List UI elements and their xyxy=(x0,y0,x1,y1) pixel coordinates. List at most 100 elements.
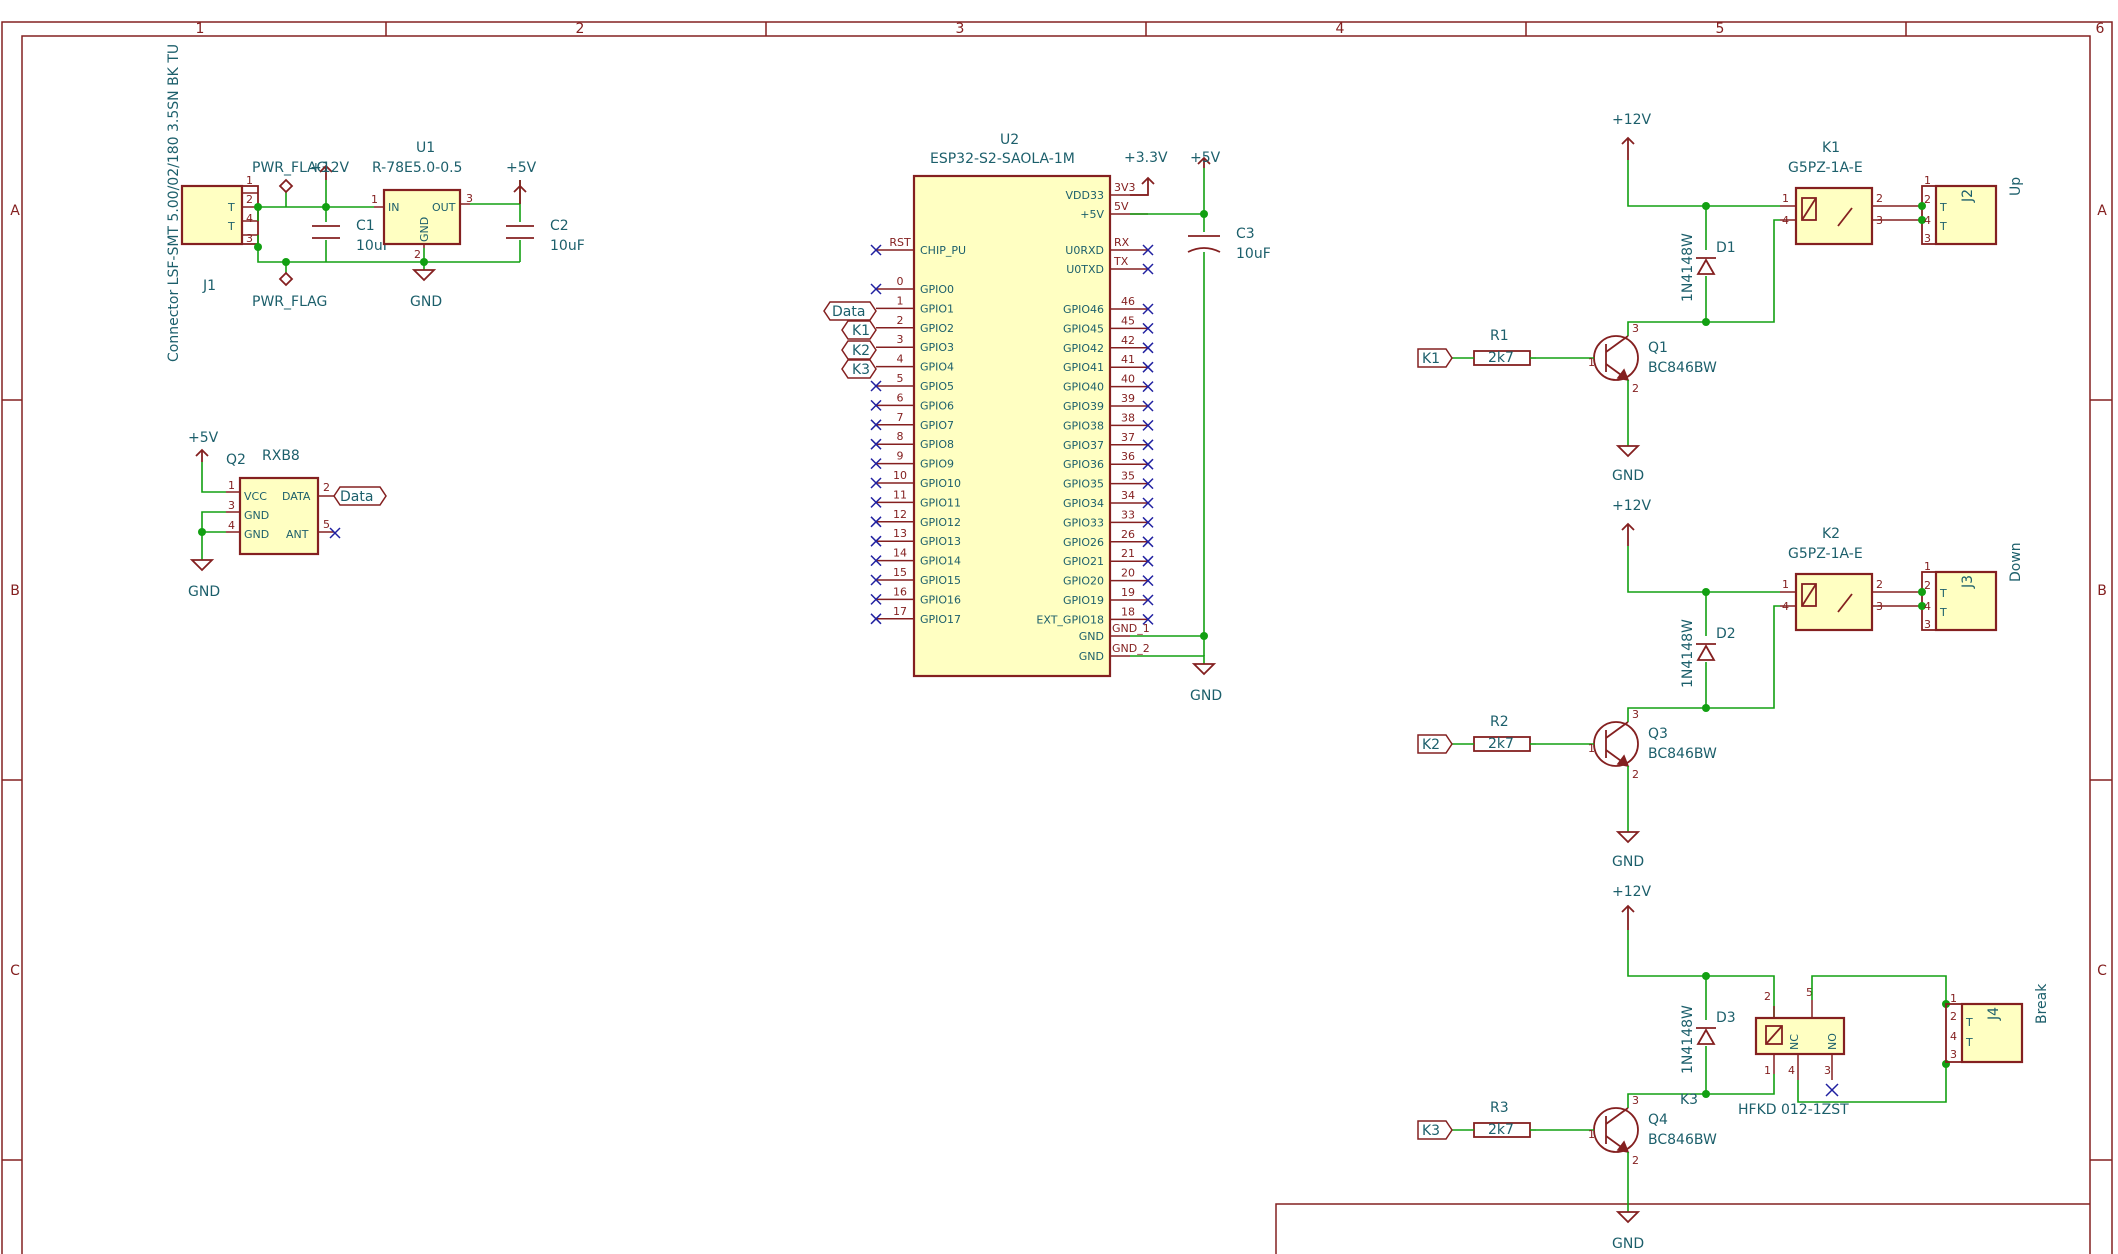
u2-left-pin-num-2: 1 xyxy=(897,294,904,307)
ch3-q-value: BC846BW xyxy=(1648,1132,1717,1148)
u2-right-nc-9 xyxy=(1142,478,1154,490)
u2-right-pin-num-5: 39 xyxy=(1121,392,1135,405)
u2-left-nc-10 xyxy=(870,458,882,470)
u2-gnd-pin-name-0: GND xyxy=(1079,630,1104,643)
ch3-r-value: 2k7 xyxy=(1488,1122,1514,1138)
u2-left-pin-num-17: 16 xyxy=(893,585,907,598)
ch3-j-ref: J4 xyxy=(1986,1007,2002,1021)
ch3-relay-ref: K3 xyxy=(1680,1092,1698,1108)
col-label-5: 5 xyxy=(1716,21,1725,37)
ch2-q-pin-2: 2 xyxy=(1632,768,1639,781)
ch1-diode-value: 1N4148W xyxy=(1680,233,1696,302)
col-label-2: 2 xyxy=(576,21,585,37)
u2-right-pin-name-3: GPIO41 xyxy=(1063,361,1104,374)
power-symbol-3v3: +3.3V xyxy=(1124,150,1168,196)
ch1-relay-pin-2: 2 xyxy=(1876,192,1883,205)
u2-right-pin-num-11: 33 xyxy=(1121,508,1135,521)
capacitor-c3: C3 10uF xyxy=(1187,226,1271,262)
ch3-relay-pin-2: 2 xyxy=(1764,990,1771,1003)
u2-right-pin-num-15: 19 xyxy=(1121,586,1135,599)
net-label-data-q2: Data xyxy=(333,486,387,506)
j1-ref: J1 xyxy=(202,278,216,294)
ch2-j-t-2: T xyxy=(1939,606,1947,619)
u2-left-pin-num-1: 0 xyxy=(897,275,904,288)
u2-right-pin-name-9: GPIO35 xyxy=(1063,478,1104,491)
regulator-u1: IN OUT GND 1 3 2 U1 R-78E5.0-0.5 xyxy=(371,140,473,261)
u2-gnd-pin-name-1: GND xyxy=(1079,650,1104,663)
u2-top-pin-name-3: U0TXD xyxy=(1066,263,1104,276)
u2-right-pin-num-2: 42 xyxy=(1121,334,1135,347)
u2-left-pin-name-4: GPIO3 xyxy=(920,341,954,354)
u2-left-pin-num-13: 12 xyxy=(893,508,907,521)
u2-top-pin-name-1: +5V xyxy=(1080,208,1104,221)
u1-pin-2: 2 xyxy=(414,248,421,261)
ch1-gnd-label: GND xyxy=(1612,468,1644,484)
u2-right-pin-num-3: 41 xyxy=(1121,353,1135,366)
u2-right-nc-6 xyxy=(1142,419,1154,431)
q2-pin-5: 5 xyxy=(323,518,330,531)
ch3-relay-no: NO xyxy=(1826,1033,1839,1050)
u2-left-pin-name-12: GPIO11 xyxy=(920,496,961,509)
u2-left-nc-13 xyxy=(870,516,882,528)
ch3-q-pin-1: 1 xyxy=(1588,1128,1595,1141)
q2-wires xyxy=(198,462,226,560)
u2-ref: U2 xyxy=(1000,132,1019,148)
relay-channel-break: +12V D3 1N4148W 1 3 2 Q4 BC846BW GND R3 … xyxy=(1417,884,2050,1252)
ch1-relay-value: G5PZ-1A-E xyxy=(1788,160,1863,176)
u2-right-pin-name-0: GPIO46 xyxy=(1063,303,1104,316)
u2-right-pin-name-16: EXT_GPIO18 xyxy=(1036,613,1104,626)
net-k3-u2-text: K3 xyxy=(852,362,870,378)
ch3-j-t-1: T xyxy=(1965,1016,1973,1029)
u2-right-pin-num-14: 20 xyxy=(1121,567,1135,580)
row-label-a-left: A xyxy=(10,203,20,219)
ch1-q-pin-3: 3 xyxy=(1632,322,1639,335)
u2-left-nc-17 xyxy=(870,593,882,605)
ch1-j-pin-1: 1 xyxy=(1924,174,1931,187)
col-label-1: 1 xyxy=(196,21,205,37)
u2-left-pin-num-7: 6 xyxy=(897,391,904,404)
u2-left-pin-name-10: GPIO9 xyxy=(920,458,954,471)
c2-ref: C2 xyxy=(550,218,569,234)
j1-pin-2: 2 xyxy=(246,193,253,206)
u2-right-pin-name-14: GPIO20 xyxy=(1063,575,1104,588)
u2-left-nc-15 xyxy=(870,555,882,567)
u2-value: ESP32-S2-SAOLA-1M xyxy=(930,151,1075,167)
u2-right-pin-num-0: 46 xyxy=(1121,295,1135,308)
ch2-r-value: 2k7 xyxy=(1488,736,1514,752)
u2-left-pin-name-7: GPIO6 xyxy=(920,399,954,412)
u2-top-nc-2 xyxy=(1142,244,1154,256)
j1-t-1: T xyxy=(227,201,235,214)
ch2-q-ref: Q3 xyxy=(1648,726,1668,742)
ch2-j-pin-4: 4 xyxy=(1924,600,1931,613)
ch1-relay-pin-4: 4 xyxy=(1782,214,1789,227)
j1-value: Connector LSF-SMT 5.00/02/180 3.5SN BK T… xyxy=(166,44,182,362)
u2-left-nc-6 xyxy=(870,380,882,392)
u2-right-pin-num-12: 26 xyxy=(1121,528,1135,541)
u2-left-pin-num-9: 8 xyxy=(897,430,904,443)
ch2-q-pin-3: 3 xyxy=(1632,708,1639,721)
ch3-relay-pin-3: 3 xyxy=(1824,1064,1831,1077)
ch3-net-label: K3 xyxy=(1422,1123,1440,1139)
u2-right-nc-3 xyxy=(1142,361,1154,373)
ch1-relay-ref: K1 xyxy=(1822,140,1840,156)
pwr-flag-top-label: PWR_FLAG xyxy=(252,160,327,176)
ch3-relay-pin-1: 1 xyxy=(1764,1064,1771,1077)
ch1-diode-ref: D1 xyxy=(1716,240,1736,256)
u2-left-pin-num-10: 9 xyxy=(897,450,904,463)
u1-ref: U1 xyxy=(416,140,435,156)
ch3-j-label: Break xyxy=(2034,983,2050,1024)
ch2-q-value: BC846BW xyxy=(1648,746,1717,762)
gnd-u1-label: GND xyxy=(410,294,442,310)
q2-value: RXB8 xyxy=(262,448,300,464)
u2-left-pin-name-6: GPIO5 xyxy=(920,380,954,393)
ch3-q-ref: Q4 xyxy=(1648,1112,1668,1128)
ch2-j-pin-2: 2 xyxy=(1924,579,1931,592)
ch2-j-ref: J3 xyxy=(1960,575,1976,589)
ch1-q-pin-2: 2 xyxy=(1632,382,1639,395)
u2-right-pin-name-1: GPIO45 xyxy=(1063,322,1104,335)
c1-ref: C1 xyxy=(356,218,375,234)
q2-ref: Q2 xyxy=(226,452,246,468)
u2-left-pin-name-11: GPIO10 xyxy=(920,477,961,490)
col-label-6: 6 xyxy=(2096,21,2105,37)
